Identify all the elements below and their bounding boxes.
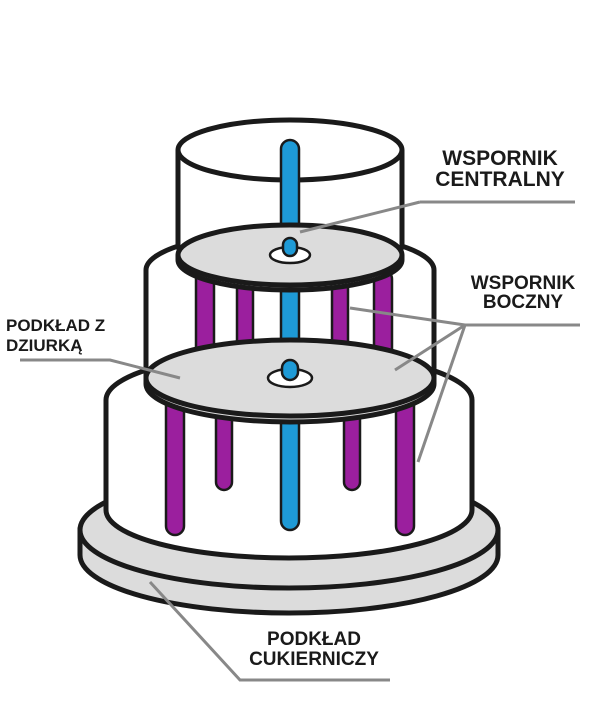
- label-plate-line1: PODKŁAD Z: [6, 316, 106, 335]
- leader-cake-board: [148, 580, 390, 682]
- plate-with-hole-top: [175, 222, 405, 293]
- label-plate-line2: DZIURKĄ: [6, 335, 83, 355]
- side-rod: [164, 393, 186, 537]
- label-board-line1: PODKŁAD: [267, 629, 361, 650]
- label-central-support: WSPORNIK CENTRALNY: [420, 148, 580, 190]
- central-rod: [281, 236, 299, 258]
- label-central-line2: CENTRALNY: [435, 168, 565, 191]
- label-cake-board: PODKŁAD CUKIERNICZY: [228, 630, 400, 670]
- label-side-support: WSPORNIK BOCZNY: [458, 274, 588, 312]
- label-side-line2: BOCZNY: [482, 292, 564, 313]
- leader-plate: [20, 358, 181, 380]
- label-board-line2: CUKIERNICZY: [249, 648, 379, 670]
- label-plate-with-hole: PODKŁAD Z DZIURKĄ: [6, 316, 105, 355]
- leader-central: [299, 200, 575, 234]
- central-rod: [280, 358, 300, 382]
- label-side-line1: WSPORNIK: [470, 273, 576, 294]
- label-central-line1: WSPORNIK: [442, 147, 558, 170]
- leader-side: [349, 306, 580, 463]
- side-rod: [394, 393, 416, 537]
- leader-lines: [20, 200, 580, 682]
